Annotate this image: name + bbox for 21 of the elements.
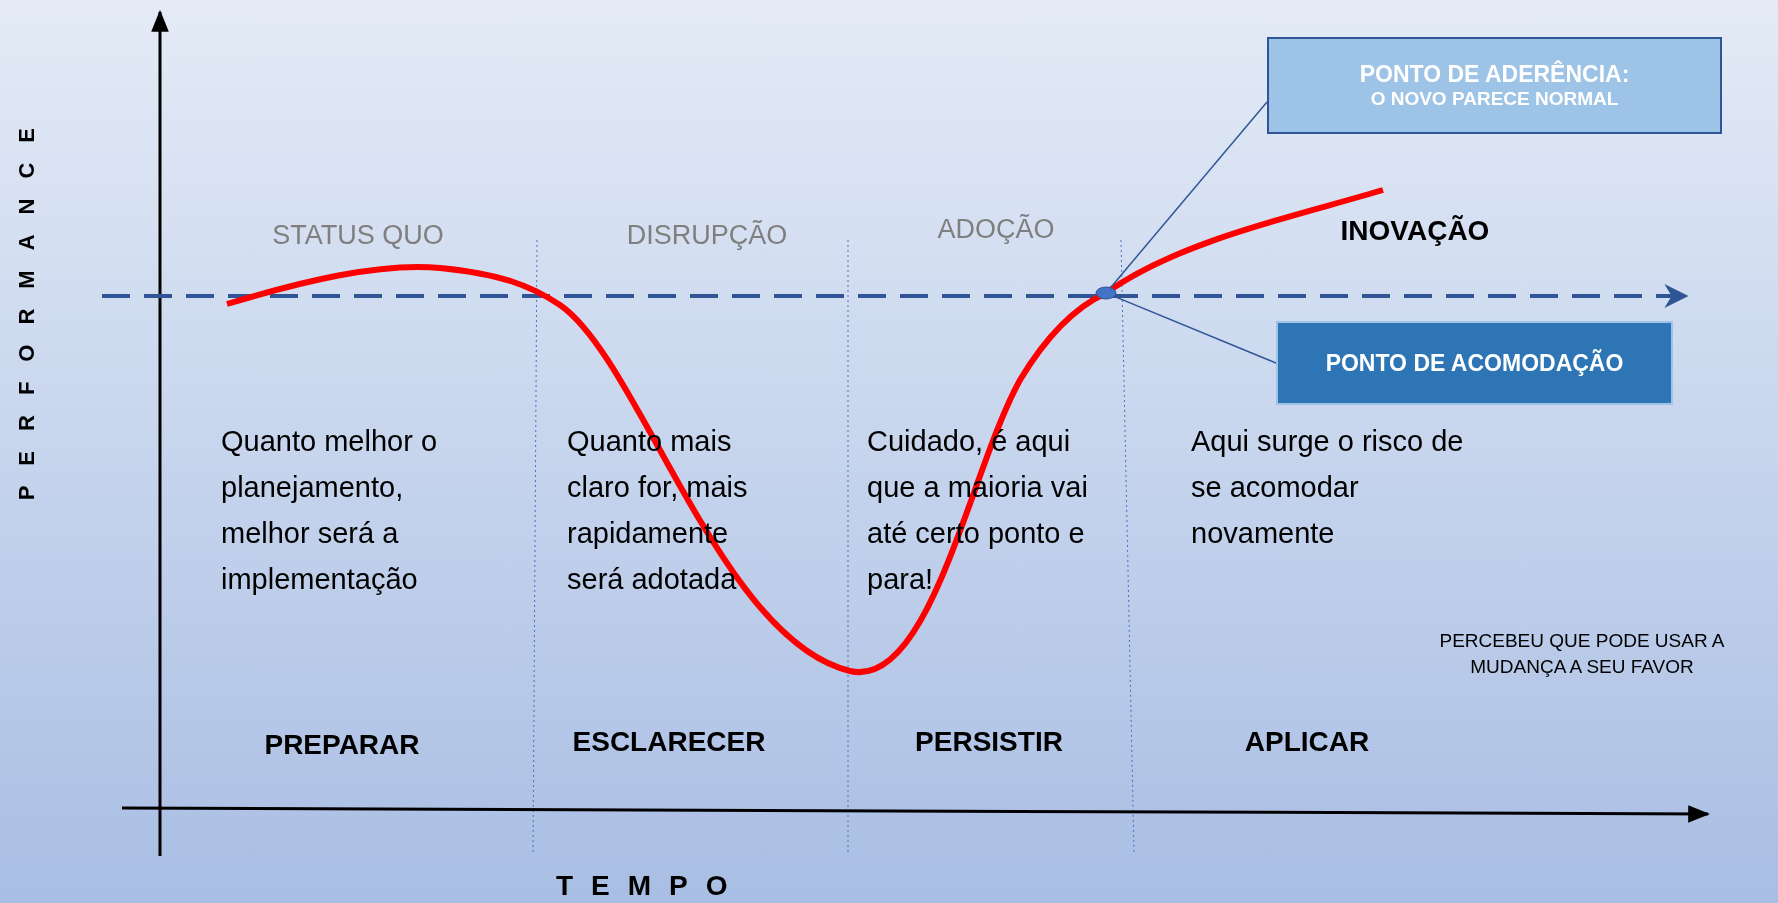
callout-heading: PONTO DE ADERÊNCIA: [1359, 61, 1630, 88]
leader-line [1109, 101, 1268, 289]
stage-label: ESCLARECER [571, 726, 767, 758]
callout-text: O NOVO PARECE NORMAL [1370, 88, 1619, 110]
stage-label: PREPARAR [263, 729, 421, 761]
callout-box [1267, 37, 1722, 134]
callout-box [1276, 321, 1673, 405]
stage-label: PERSISTIR [914, 726, 1064, 758]
axis-title: PERFORMANCE [14, 108, 40, 501]
axis-title: TEMPO [556, 870, 747, 902]
leader-line [1113, 295, 1277, 364]
stage-label: APLICAR [1243, 726, 1371, 758]
phase-title: STATUS QUO [271, 220, 445, 251]
phase-title: ADOÇÃO [936, 214, 1056, 245]
callout-heading: PONTO DE ACOMODAÇÃO [1325, 349, 1624, 377]
phase-note: Aqui surge o risco de se acomodar novamente [1191, 424, 1465, 551]
crossing-point [1095, 286, 1117, 300]
phase-title: DISRUPÇÃO [625, 220, 789, 251]
phase-note: Quanto melhor o planejamento, melhor será a implementação [221, 424, 438, 597]
side-note: PERCEBEU QUE PODE USAR A MUDANÇA A SEU FAVOR [1438, 629, 1726, 679]
curve-label: INOVAÇÃO [1339, 215, 1491, 247]
